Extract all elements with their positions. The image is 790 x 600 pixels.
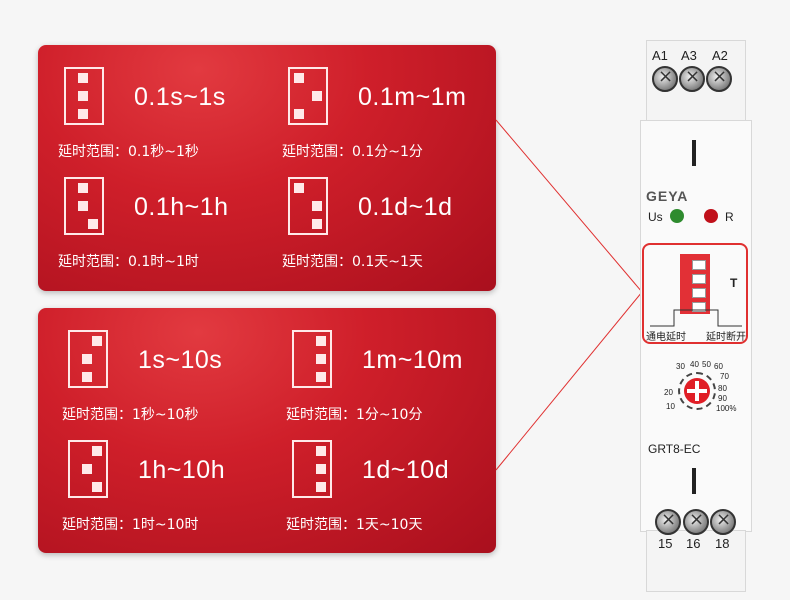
range-cell: 1s~10s 延时范围：1秒~10秒 — [42, 308, 252, 423]
dip-switch-icon — [68, 330, 108, 388]
range-description: 延时范围：1时~10时 — [62, 517, 199, 533]
terminal-label-a2: A2 — [712, 48, 728, 63]
range-description: 延时范围：0.1分~1分 — [282, 144, 423, 160]
screw-icon — [683, 509, 709, 535]
range-cell: 1h~10h 延时范围：1时~10时 — [42, 418, 252, 533]
mode-label-left: 通电延时 — [646, 332, 686, 343]
screw-icon — [710, 509, 736, 535]
terminal-label-a3: A3 — [681, 48, 697, 63]
scale-100: 100% — [716, 404, 737, 413]
terminal-label-16: 16 — [686, 536, 701, 551]
scale-30: 30 — [676, 362, 685, 371]
range-label: 1d~10d — [362, 456, 450, 484]
dip-switch-icon — [288, 177, 328, 235]
dip-switch-icon — [68, 440, 108, 498]
range-label: 0.1s~1s — [134, 83, 226, 111]
brand-logo: GEYA — [646, 188, 689, 204]
dip-switch-block[interactable] — [680, 254, 710, 314]
relay-led-icon — [704, 209, 718, 223]
screw-icon — [706, 66, 732, 92]
delay-range-panel-1: 0.1s~1s 延时范围：0.1秒~1秒 0.1m~1m 延时范围：0.1分~1… — [38, 45, 496, 291]
dip-switch-icon — [64, 67, 104, 125]
range-label: 0.1h~1h — [134, 193, 229, 221]
mode-label-right: 延时断开 — [706, 332, 746, 343]
model-label: GRT8-EC — [648, 442, 701, 456]
bottom-terminal-block — [646, 530, 746, 592]
scale-90: 90 — [718, 394, 727, 403]
scale-50: 50 — [702, 360, 711, 369]
screw-icon — [652, 66, 678, 92]
range-label: 0.1d~1d — [358, 193, 453, 221]
range-description: 延时范围：1天~10天 — [286, 517, 423, 533]
range-cell: 0.1m~1m 延时范围：0.1分~1分 — [262, 45, 472, 160]
terminal-label-18: 18 — [715, 536, 730, 551]
range-description: 延时范围：0.1时~1时 — [58, 254, 199, 270]
scale-70: 70 — [720, 372, 729, 381]
range-cell: 0.1d~1d 延时范围：0.1天~1天 — [262, 155, 472, 270]
scale-40: 40 — [690, 360, 699, 369]
range-description: 延时范围：0.1秒~1秒 — [58, 144, 199, 160]
range-description: 延时范围：1分~10分 — [286, 407, 423, 423]
timing-waveform-icon — [650, 309, 742, 327]
screw-icon — [655, 509, 681, 535]
dip-switch-icon — [64, 177, 104, 235]
scale-20: 20 — [664, 388, 673, 397]
range-description: 延时范围：1秒~10秒 — [62, 407, 199, 423]
terminal-label-15: 15 — [658, 536, 673, 551]
time-adjust-knob[interactable] — [684, 378, 710, 404]
terminal-label-a1: A1 — [652, 48, 668, 63]
dip-switch-icon — [292, 440, 332, 498]
range-cell: 0.1s~1s 延时范围：0.1秒~1秒 — [38, 45, 248, 160]
dip-t-label: T — [730, 276, 738, 290]
scale-60: 60 — [714, 362, 723, 371]
power-led-icon — [670, 209, 684, 223]
range-description: 延时范围：0.1天~1天 — [282, 254, 423, 270]
range-label: 0.1m~1m — [358, 83, 467, 111]
range-cell: 1d~10d 延时范围：1天~10天 — [266, 418, 476, 533]
dip-switch-icon — [292, 330, 332, 388]
delay-range-panel-2: 1s~10s 延时范围：1秒~10秒 1m~10m 延时范围：1分~10分 1h… — [38, 308, 496, 553]
vent-slot — [692, 140, 696, 166]
range-cell: 1m~10m 延时范围：1分~10分 — [266, 308, 476, 423]
range-label: 1m~10m — [362, 346, 463, 374]
dial-scale — [678, 372, 716, 410]
led-r-label: R — [725, 210, 734, 224]
dip-switch-icon — [288, 67, 328, 125]
scale-80: 80 — [718, 384, 727, 393]
range-label: 1h~10h — [138, 456, 226, 484]
range-label: 1s~10s — [138, 346, 223, 374]
scale-10: 10 — [666, 402, 675, 411]
screw-icon — [679, 66, 705, 92]
vent-slot — [692, 468, 696, 494]
range-cell: 0.1h~1h 延时范围：0.1时~1时 — [38, 155, 248, 270]
highlight-frame — [642, 243, 748, 344]
led-us-label: Us — [648, 210, 663, 224]
